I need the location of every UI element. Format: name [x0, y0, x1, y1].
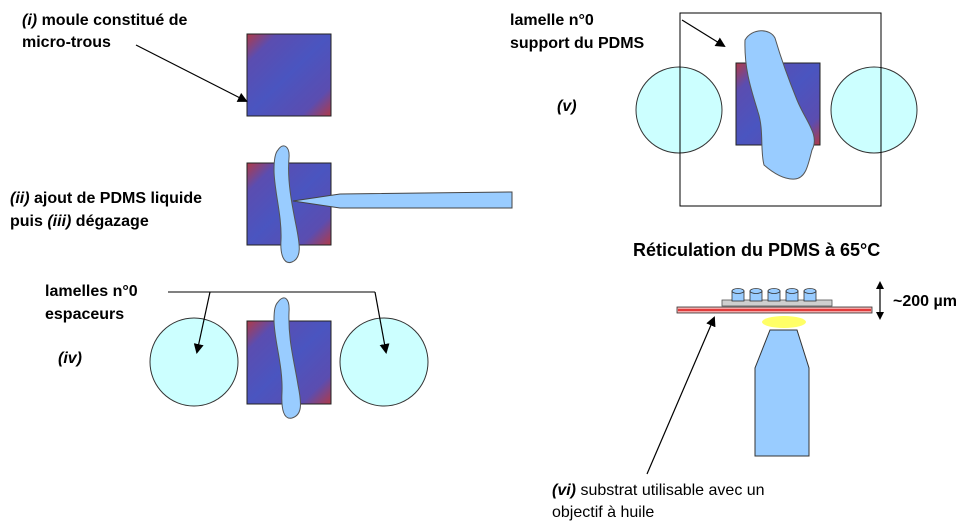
pdms-drop-ii	[273, 145, 300, 264]
objective	[754, 329, 810, 457]
step-vi-label-2: objectif à huile	[552, 503, 654, 523]
mold-i	[246, 33, 332, 117]
step-vi-number: (vi)	[552, 482, 576, 499]
step-v-number: (v)	[557, 98, 577, 115]
step-v-text-2: support du PDMS	[510, 35, 645, 52]
coverslip-right-iv	[339, 317, 429, 407]
step-ii-text: ajout de PDMS liquide	[34, 190, 203, 207]
step-iv-text: lamelles n°0	[45, 283, 138, 300]
support-coverslip-v	[679, 12, 882, 207]
step-iii-suffix: dégazage	[75, 213, 149, 230]
step-vi-label: (vi) substrat utilisable avec un	[552, 481, 765, 501]
coverslip-left-iv	[149, 317, 239, 407]
step-ii-number: (ii)	[10, 190, 30, 207]
thickness-arrow-bottom	[876, 312, 884, 320]
arrow-iv-right	[374, 291, 390, 354]
step-iv-label-2: espaceurs	[45, 305, 124, 325]
step-v-label: lamelle n°0	[510, 11, 594, 31]
pipette	[292, 191, 513, 209]
reticulation-title: Réticulation du PDMS à 65°C	[633, 240, 881, 260]
step-iv-label: lamelles n°0	[45, 282, 138, 302]
step-iii-number: (iii)	[47, 213, 72, 230]
arrow-v	[681, 19, 726, 48]
arrow-vi	[646, 316, 716, 475]
step-vi-text-2: objectif à huile	[552, 504, 655, 521]
step-i-text: moule constitué de	[41, 12, 188, 29]
thickness-arrow-top	[876, 281, 884, 289]
coverslip-left-v	[635, 66, 723, 154]
arrow-i	[135, 44, 248, 102]
oil-drop	[762, 316, 806, 328]
step-iv-text-2: espaceurs	[45, 306, 125, 323]
step-v-label-2: support du PDMS	[510, 34, 644, 54]
coverslip-right-v	[830, 66, 918, 154]
step-ii-label: (ii) ajout de PDMS liquide	[10, 189, 202, 209]
step-vi-text: substrat utilisable avec un	[580, 482, 765, 499]
micro-pillars	[731, 288, 817, 302]
step-i-label-2: micro-trous	[22, 33, 111, 53]
step-i-label: (i) moule constitué de	[22, 11, 187, 31]
step-iv-number: (iv)	[58, 350, 82, 367]
pdms-drop-iv	[273, 297, 301, 419]
step-iii-prefix: puis	[10, 213, 43, 230]
step-i-number: (i)	[22, 12, 38, 29]
step-i-text-2: micro-trous	[22, 34, 111, 51]
step-iii-label: puis (iii) dégazage	[10, 212, 149, 232]
pdms-drop-v	[744, 30, 815, 180]
thickness-label: ~200 µm	[893, 293, 957, 310]
step-v-text: lamelle n°0	[510, 12, 594, 29]
arrow-iv-left	[193, 291, 211, 354]
